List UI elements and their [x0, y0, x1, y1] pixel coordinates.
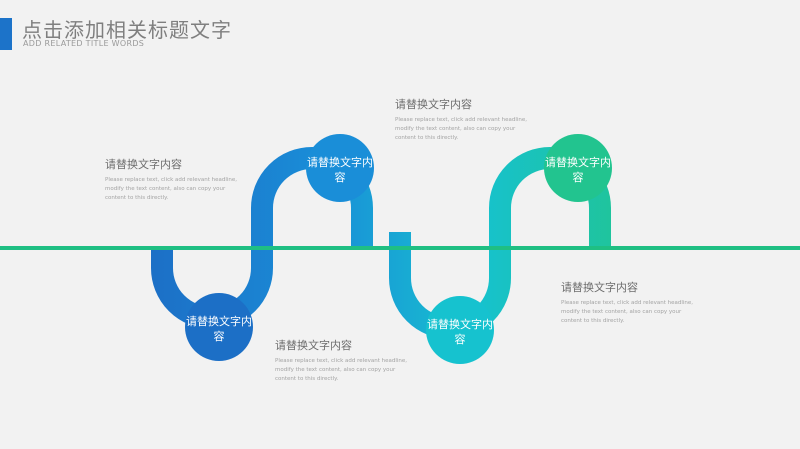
text-block-heading: 请替换文字内容	[395, 98, 472, 111]
page-subtitle: ADD RELATED TITLE WORDS	[23, 39, 145, 48]
text-block-heading: 请替换文字内容	[105, 158, 182, 171]
text-block-body: Please replace text, click add relevant …	[275, 358, 408, 382]
node-circle-1	[185, 293, 253, 361]
node-circle-4	[544, 134, 612, 202]
page-title: 点击添加相关标题文字	[22, 18, 232, 42]
text-block-heading: 请替换文字内容	[275, 339, 352, 352]
node-label-3: 请替换文字内容	[427, 318, 493, 346]
node-label-2: 请替换文字内容	[307, 156, 373, 184]
text-block-body: Please replace text, click add relevant …	[561, 300, 694, 324]
text-block-body: Please replace text, click add relevant …	[105, 177, 238, 201]
node-circle-2	[306, 134, 374, 202]
text-block-body: Please replace text, click add relevant …	[395, 117, 528, 141]
title-accent-bar	[0, 18, 12, 50]
text-block-3: 请替换文字内容 Please replace text, click add r…	[275, 337, 415, 384]
node-label-4: 请替换文字内容	[545, 156, 611, 184]
node-circle-3	[426, 296, 494, 364]
text-block-2: 请替换文字内容 Please replace text, click add r…	[395, 96, 535, 143]
text-block-1: 请替换文字内容 Please replace text, click add r…	[105, 156, 245, 203]
node-label-1: 请替换文字内容	[186, 315, 252, 343]
text-block-heading: 请替换文字内容	[561, 281, 638, 294]
text-block-4: 请替换文字内容 Please replace text, click add r…	[561, 279, 701, 326]
